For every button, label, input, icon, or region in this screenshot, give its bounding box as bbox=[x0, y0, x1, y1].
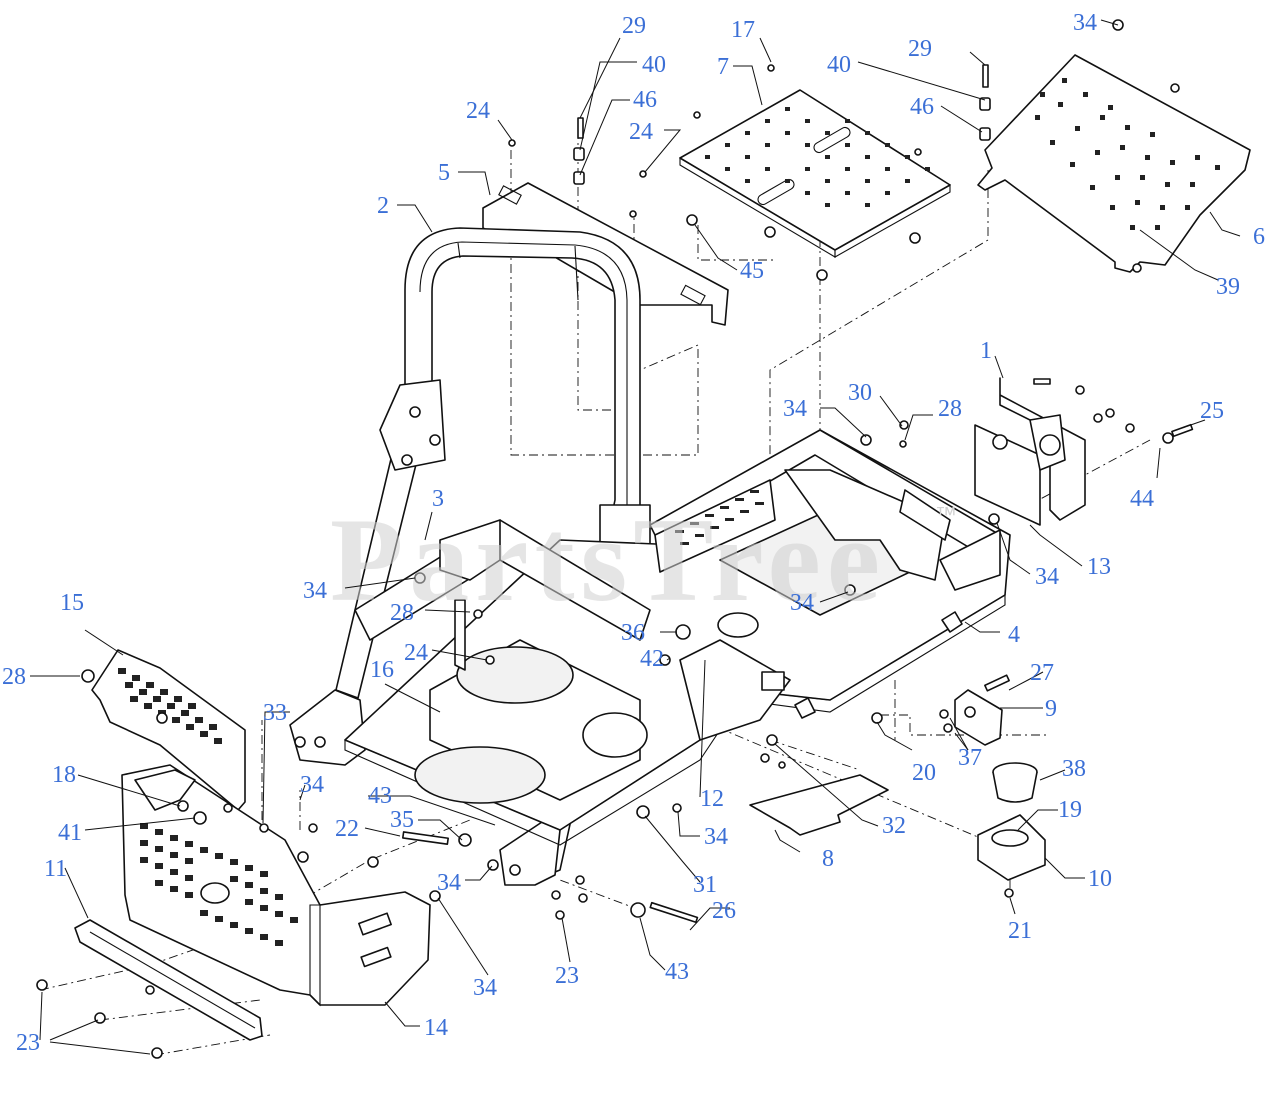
callout-11: 11 bbox=[44, 856, 67, 882]
side-bracket bbox=[954, 689, 1003, 746]
callout-14: 14 bbox=[424, 1015, 448, 1041]
callout-23: 23 bbox=[555, 963, 579, 989]
callout-18: 18 bbox=[52, 762, 76, 788]
callout-33: 33 bbox=[263, 700, 287, 726]
callout-24: 24 bbox=[404, 640, 428, 666]
callout-13: 13 bbox=[1087, 554, 1111, 580]
callout-29: 29 bbox=[908, 36, 932, 62]
callout-34: 34 bbox=[783, 396, 807, 422]
callout-40: 40 bbox=[827, 52, 851, 78]
callout-34: 34 bbox=[790, 590, 814, 616]
bumper-bar bbox=[74, 919, 263, 1041]
callout-30: 30 bbox=[848, 380, 872, 406]
watermark-text: PartsTree bbox=[330, 493, 886, 626]
floor-plate bbox=[679, 89, 951, 258]
watermark: PartsTree ™ bbox=[330, 493, 957, 626]
callout-34: 34 bbox=[437, 870, 461, 896]
callout-34: 34 bbox=[704, 824, 728, 850]
callout-10: 10 bbox=[1088, 866, 1112, 892]
callout-34: 34 bbox=[303, 578, 327, 604]
holder-base bbox=[977, 814, 1046, 881]
callout-2: 2 bbox=[377, 193, 389, 219]
callout-6: 6 bbox=[1253, 224, 1265, 250]
callout-43: 43 bbox=[368, 783, 392, 809]
callout-23: 23 bbox=[16, 1030, 40, 1056]
grill-holes bbox=[140, 823, 298, 946]
callout-20: 20 bbox=[912, 760, 936, 786]
callout-34: 34 bbox=[1035, 564, 1059, 590]
floor-plate-holes bbox=[705, 107, 930, 207]
callout-7: 7 bbox=[717, 54, 729, 80]
callout-16: 16 bbox=[370, 657, 394, 683]
callout-32: 32 bbox=[882, 813, 906, 839]
callout-40: 40 bbox=[642, 52, 666, 78]
side-panel-holes bbox=[1035, 78, 1220, 230]
callout-35: 35 bbox=[390, 807, 414, 833]
floor-pan bbox=[749, 774, 889, 836]
callout-17: 17 bbox=[731, 17, 755, 43]
hardware bbox=[36, 19, 1194, 1059]
step-plate-holes bbox=[118, 668, 222, 744]
callout-4: 4 bbox=[1008, 622, 1020, 648]
leader-lines bbox=[30, 19, 1241, 1055]
front-grill bbox=[121, 764, 431, 1007]
callout-34: 34 bbox=[300, 772, 324, 798]
callout-3: 3 bbox=[432, 486, 444, 512]
callout-45: 45 bbox=[740, 258, 764, 284]
callout-36: 36 bbox=[621, 620, 645, 646]
callout-28: 28 bbox=[938, 396, 962, 422]
callout-44: 44 bbox=[1130, 486, 1154, 512]
callout-37: 37 bbox=[958, 745, 982, 771]
callout-34: 34 bbox=[473, 975, 497, 1001]
callout-1: 1 bbox=[980, 338, 992, 364]
callout-19: 19 bbox=[1058, 797, 1082, 823]
side-panel bbox=[977, 54, 1251, 273]
callout-8: 8 bbox=[822, 846, 834, 872]
callout-29: 29 bbox=[622, 13, 646, 39]
callout-38: 38 bbox=[1062, 756, 1086, 782]
step-plate-left bbox=[91, 649, 246, 811]
callout-27: 27 bbox=[1030, 660, 1054, 686]
callout-39: 39 bbox=[1216, 274, 1240, 300]
callout-43: 43 bbox=[665, 959, 689, 985]
callout-22: 22 bbox=[335, 816, 359, 842]
watermark-trademark: ™ bbox=[935, 502, 957, 527]
callout-42: 42 bbox=[640, 646, 664, 672]
rear-bracket bbox=[974, 377, 1086, 526]
callout-46: 46 bbox=[910, 94, 934, 120]
callout-26: 26 bbox=[712, 898, 736, 924]
callout-46: 46 bbox=[633, 87, 657, 113]
callout-25: 25 bbox=[1200, 398, 1224, 424]
callout-28: 28 bbox=[390, 600, 414, 626]
callout-28: 28 bbox=[2, 664, 26, 690]
frame-slots bbox=[675, 490, 764, 545]
callout-21: 21 bbox=[1008, 918, 1032, 944]
callout-31: 31 bbox=[693, 872, 717, 898]
cup-holder bbox=[992, 762, 1038, 803]
callout-5: 5 bbox=[438, 160, 450, 186]
callout-labels: 29 40 46 24 17 7 24 29 40 46 34 5 2 45 6… bbox=[2, 10, 1265, 1056]
callout-41: 41 bbox=[58, 820, 82, 846]
callout-12: 12 bbox=[700, 786, 724, 812]
callout-34: 34 bbox=[1073, 10, 1097, 36]
callout-15: 15 bbox=[60, 590, 84, 616]
callout-24: 24 bbox=[629, 119, 653, 145]
callout-9: 9 bbox=[1045, 696, 1057, 722]
callout-24: 24 bbox=[466, 98, 490, 124]
